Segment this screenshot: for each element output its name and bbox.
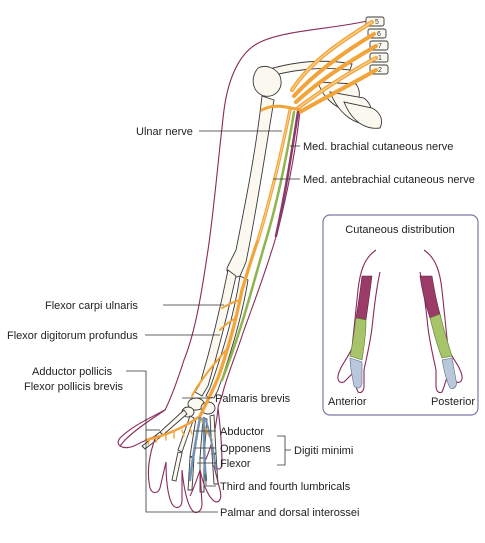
anterior-arm bbox=[337, 249, 381, 394]
label-palmaris-brevis: Palmaris brevis bbox=[215, 393, 291, 405]
label-palmar-dorsal-interossei: Palmar and dorsal interossei bbox=[220, 507, 359, 519]
branch-dorsal bbox=[191, 349, 227, 397]
label-third-fourth-lumbricals: Third and fourth lumbricals bbox=[220, 481, 351, 493]
label-adductor-pollicis: Adductor pollicis bbox=[32, 366, 113, 378]
inset-label-anterior: Anterior bbox=[328, 396, 367, 408]
med-antebrachial-cutaneous-nerve bbox=[220, 110, 296, 382]
branch-flexor-carpi-ulnaris bbox=[221, 299, 241, 309]
leader-lines bbox=[126, 130, 300, 513]
hand-outline bbox=[117, 407, 223, 514]
brachial-plexus bbox=[260, 20, 378, 114]
hand-nerve-branches bbox=[144, 414, 217, 482]
spine-label-6: 6 bbox=[377, 31, 381, 38]
inset-title: Cutaneous distribution bbox=[345, 224, 454, 236]
med-brachial-cutaneous-nerve bbox=[274, 110, 300, 238]
label-digiti-minimi: Digiti minimi bbox=[294, 445, 353, 457]
branch-flexor-digitorum-profundus bbox=[219, 317, 237, 331]
spine-label-2: 2 bbox=[378, 67, 382, 74]
spine-label-7: 7 bbox=[378, 43, 382, 50]
label-abductor: Abductor bbox=[220, 426, 264, 438]
label-opponens: Opponens bbox=[220, 443, 271, 455]
posterior-arm bbox=[419, 249, 463, 394]
spine-label-5: 5 bbox=[375, 19, 379, 26]
ulnar-nerve-highlight bbox=[257, 109, 291, 241]
spine-label-1: 1 bbox=[378, 55, 382, 62]
label-flexor-carpi-ulnaris: Flexor carpi ulnaris bbox=[45, 300, 138, 312]
label-flexor: Flexor bbox=[220, 458, 251, 470]
inset-label-posterior: Posterior bbox=[431, 396, 475, 408]
label-ulnar-nerve: Ulnar nerve bbox=[136, 126, 193, 138]
label-flexor-digitorum-profundus: Flexor digitorum profundus bbox=[7, 330, 138, 342]
label-med-antebrachial-cutaneous-nerve: Med. antebrachial cutaneous nerve bbox=[303, 174, 475, 186]
label-med-brachial-cutaneous-nerve: Med. brachial cutaneous nerve bbox=[303, 141, 453, 153]
cutaneous-distribution-inset: Cutaneous distribution Anterior Posterio… bbox=[322, 214, 479, 416]
label-flexor-pollicis-brevis: Flexor pollicis brevis bbox=[24, 381, 124, 393]
